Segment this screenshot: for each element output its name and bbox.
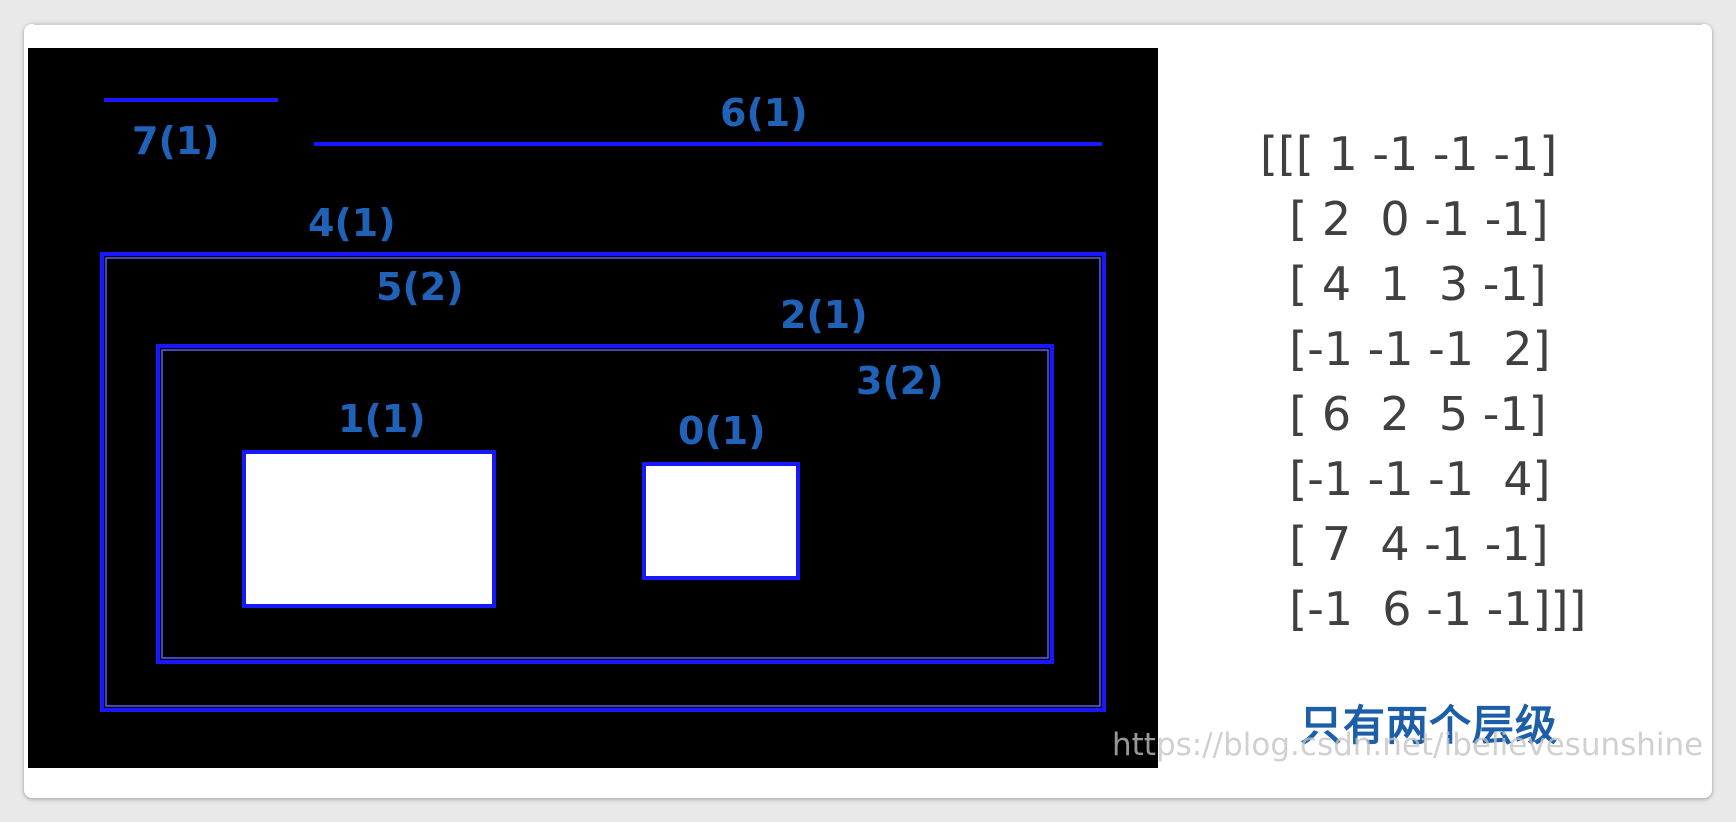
contour-3-inner-rect xyxy=(161,349,1049,659)
contour-0-filled-rect xyxy=(642,462,800,580)
matrix-row: [ 6 2 5 -1] xyxy=(1260,387,1547,441)
contour-image: 7(1) 6(1) 4(1) 5(2) 2(1) 3(2) 1(1) 0(1) xyxy=(28,48,1158,768)
matrix-row: [-1 -1 -1 4] xyxy=(1260,452,1551,506)
label-contour-7: 7(1) xyxy=(132,119,220,163)
hierarchy-matrix: [[[ 1 -1 -1 -1] [ 2 0 -1 -1] [ 4 1 3 -1]… xyxy=(1260,122,1586,642)
matrix-row: [ 7 4 -1 -1] xyxy=(1260,517,1549,571)
matrix-row: [ 4 1 3 -1] xyxy=(1260,257,1547,311)
contour-4-outer-rect xyxy=(100,252,1106,712)
matrix-row: [[[ 1 -1 -1 -1] xyxy=(1260,127,1558,181)
matrix-row: [-1 -1 -1 2] xyxy=(1260,322,1551,376)
label-contour-5: 5(2) xyxy=(376,265,464,309)
label-contour-2: 2(1) xyxy=(780,293,868,337)
caption-text: 只有两个层级 xyxy=(1300,701,1559,750)
matrix-row: [-1 6 -1 -1]]] xyxy=(1260,582,1587,636)
label-contour-4: 4(1) xyxy=(308,201,396,245)
contour-diagram: 7(1) 6(1) 4(1) 5(2) 2(1) 3(2) 1(1) 0(1) xyxy=(100,91,1106,712)
label-contour-1: 1(1) xyxy=(338,397,426,441)
contour-1-filled-rect xyxy=(242,450,496,608)
figure-card: 7(1) 6(1) 4(1) 5(2) 2(1) 3(2) 1(1) 0(1) … xyxy=(24,24,1712,798)
label-contour-3: 3(2) xyxy=(856,359,944,403)
contour-2-outer-rect xyxy=(156,344,1054,664)
contour-5-inner-rect xyxy=(105,257,1101,707)
matrix-row: [ 2 0 -1 -1] xyxy=(1260,192,1549,246)
label-contour-0: 0(1) xyxy=(678,409,766,453)
watermark-text: https://blog.csdn.net/ibelievesunshine xyxy=(1112,727,1704,763)
top-divider xyxy=(34,24,1702,25)
label-contour-6: 6(1) xyxy=(720,91,808,135)
